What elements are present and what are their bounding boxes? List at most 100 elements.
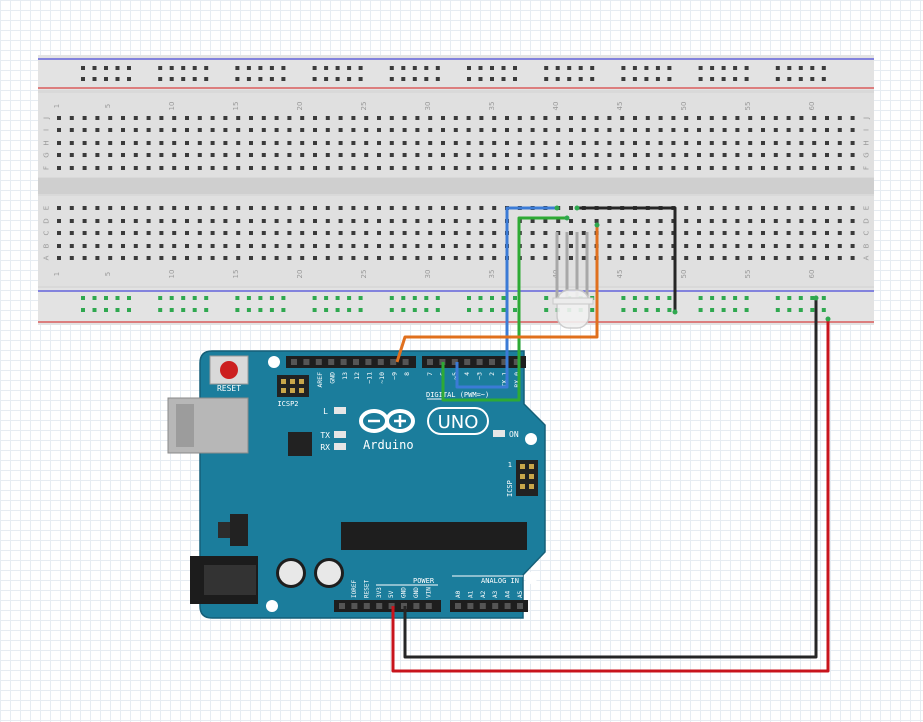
breadboard-hole <box>837 141 842 145</box>
breadboard-hole <box>389 166 394 170</box>
breadboard-hole <box>569 219 573 223</box>
breadboard-hole <box>428 244 433 248</box>
breadboard-hole <box>313 256 317 260</box>
reset-button-cap[interactable] <box>220 361 238 379</box>
breadboard-hole <box>236 116 241 120</box>
breadboard-hole <box>159 128 164 132</box>
breadboard-hole <box>684 128 689 132</box>
breadboard-hole <box>82 256 87 260</box>
breadboard-hole <box>57 116 61 120</box>
breadboard-hole <box>274 141 279 145</box>
icsp-pin <box>520 474 525 479</box>
rail-hole <box>710 77 715 81</box>
row-letter: J <box>863 117 871 120</box>
breadboard-hole <box>735 128 740 132</box>
icsp-pin <box>529 484 534 489</box>
breadboard-hole <box>825 116 829 120</box>
breadboard-hole <box>313 153 317 157</box>
breadboard-hole <box>773 141 778 145</box>
breadboard-hole <box>159 116 164 120</box>
breadboard-hole <box>121 244 125 248</box>
breadboard-hole <box>735 231 740 235</box>
icsp-label: ICSP <box>506 480 514 497</box>
arduino-logo <box>359 409 415 433</box>
breadboard-hole <box>351 116 356 120</box>
breadboard-hole <box>530 244 535 248</box>
header-pin <box>425 603 432 609</box>
rail-hole <box>192 66 197 70</box>
breadboard-hole <box>300 206 305 210</box>
breadboard-hole <box>620 153 625 157</box>
wire-green <box>441 216 567 402</box>
breadboard-hole <box>108 128 113 132</box>
breadboard-hole <box>146 231 151 235</box>
wire-black-ground-led <box>577 206 677 312</box>
breadboard-hole <box>773 153 778 157</box>
rail-hole <box>490 66 494 70</box>
breadboard-hole <box>159 141 164 145</box>
breadboard-hole <box>159 244 164 248</box>
breadboard-hole <box>338 166 343 170</box>
breadboard-hole <box>799 231 804 235</box>
icsp2-header <box>277 375 309 397</box>
breadboard-hole <box>249 128 253 132</box>
breadboard-hole <box>697 153 701 157</box>
breadboard-hole <box>223 166 228 170</box>
rail-hole <box>787 296 792 300</box>
breadboard-hole <box>210 116 215 120</box>
rail-hole <box>775 66 780 70</box>
breadboard-hole <box>812 153 817 157</box>
icsp-pin <box>529 464 534 469</box>
wire-orange <box>395 225 599 363</box>
column-number: 20 <box>296 102 304 111</box>
led-tx <box>334 431 346 438</box>
rail-hole <box>798 308 803 312</box>
breadboard-hole <box>505 166 509 170</box>
breadboard-hole <box>684 231 689 235</box>
breadboard-hole <box>57 166 61 170</box>
rail-hole <box>335 66 340 70</box>
breadboard-hole <box>735 244 740 248</box>
rail-hole <box>544 66 549 70</box>
breadboard-hole <box>441 244 445 248</box>
rail-hole <box>127 308 131 312</box>
breadboard-hole <box>415 166 420 170</box>
rail-hole <box>81 77 85 81</box>
rail-hole <box>775 296 780 300</box>
breadboard-hole <box>415 244 420 248</box>
row-letter: A <box>863 255 871 260</box>
rail-hole <box>412 308 417 312</box>
breadboard-hole <box>581 166 586 170</box>
breadboard-hole <box>479 256 484 260</box>
breadboard-hole <box>389 116 394 120</box>
rail-hole <box>513 77 517 81</box>
rail-hole <box>798 296 803 300</box>
breadboard-hole <box>543 166 548 170</box>
breadboard-hole <box>786 206 791 210</box>
row-letter: G <box>43 152 51 157</box>
breadboard-hole <box>594 219 599 223</box>
rail-hole <box>590 77 595 81</box>
rail-hole <box>204 296 209 300</box>
breadboard-hole <box>530 116 535 120</box>
breadboard-hole <box>761 116 765 120</box>
breadboard-hole <box>287 206 292 210</box>
rail-hole <box>632 66 637 70</box>
rail-hole <box>733 77 738 81</box>
header-pin <box>464 359 471 365</box>
breadboard-hole <box>82 153 87 157</box>
breadboard-hole <box>274 206 279 210</box>
row-letter: E <box>43 206 51 210</box>
rail-hole <box>478 296 483 300</box>
breadboard-hole <box>517 153 522 157</box>
breadboard-hole <box>351 206 356 210</box>
breadboard-hole <box>121 219 125 223</box>
breadboard-hole <box>556 141 561 145</box>
breadboard-hole <box>95 128 100 132</box>
breadboard-hole <box>377 231 381 235</box>
breadboard-hole <box>633 141 637 145</box>
rail-hole <box>501 66 506 70</box>
breadboard-hole <box>428 153 433 157</box>
breadboard-hole <box>594 153 599 157</box>
rail-hole <box>478 66 483 70</box>
